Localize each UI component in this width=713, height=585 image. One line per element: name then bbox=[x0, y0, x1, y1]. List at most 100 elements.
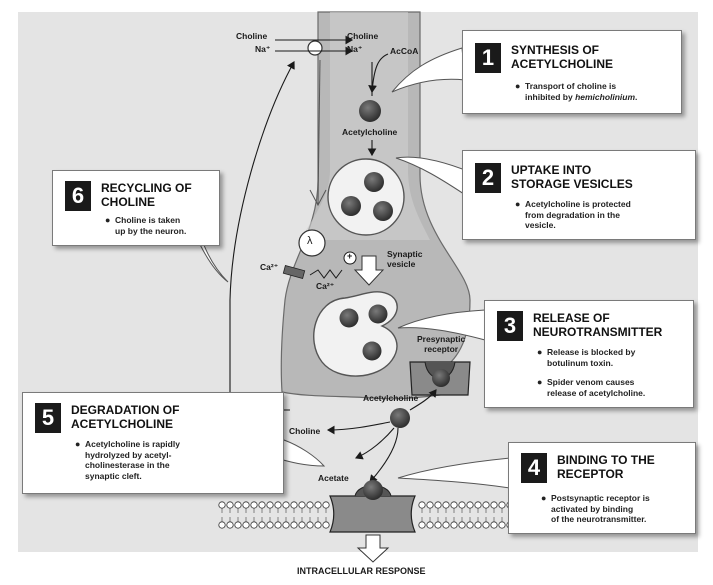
postsynaptic-receptor bbox=[329, 495, 416, 533]
lipid-head bbox=[266, 501, 274, 509]
label-acetate: Acetate bbox=[318, 473, 349, 483]
lipid-head bbox=[242, 501, 250, 509]
pointer-4 bbox=[397, 457, 511, 489]
lipid-head bbox=[426, 501, 434, 509]
lipid-head bbox=[282, 501, 290, 509]
release-molecule bbox=[368, 304, 388, 324]
lipid-head bbox=[274, 501, 282, 509]
calcium-plus-circle bbox=[343, 251, 357, 265]
release-molecule bbox=[339, 308, 359, 328]
callout-bullet-4: ●Postsynaptic receptor is activated by b… bbox=[541, 493, 650, 524]
lipid-head bbox=[450, 501, 458, 509]
lipid-head bbox=[322, 501, 330, 509]
label-ca-in: Ca²⁺ bbox=[316, 281, 335, 291]
pointer-2 bbox=[395, 156, 471, 199]
lipid-head bbox=[314, 501, 322, 509]
label-na-in: Na⁺ bbox=[347, 44, 363, 54]
callout-number-5: 5 bbox=[35, 403, 61, 433]
lipid-head bbox=[250, 521, 258, 529]
lipid-head bbox=[450, 521, 458, 529]
lipid-head bbox=[442, 521, 450, 529]
lipid-head bbox=[258, 521, 266, 529]
release-molecule bbox=[362, 341, 382, 361]
lipid-head bbox=[250, 501, 258, 509]
lipid-head bbox=[418, 521, 426, 529]
label-ca-plus: + bbox=[347, 251, 353, 261]
lipid-head bbox=[298, 501, 306, 509]
callout-bullet-3a: ●Release is blocked by botulinum toxin. bbox=[537, 347, 636, 368]
intracellular-response-arrow bbox=[356, 534, 390, 563]
callout-release: 3 RELEASE OF NEUROTRANSMITTER ●Release i… bbox=[484, 300, 694, 408]
label-presynaptic-receptor: Presynaptic receptor bbox=[417, 334, 466, 354]
label-synaptic-vesicle: Synaptic vesicle bbox=[387, 249, 423, 269]
lipid-head bbox=[426, 521, 434, 529]
action-potential-indicator bbox=[298, 229, 326, 257]
label-acetylcholine-top: Acetylcholine bbox=[342, 127, 398, 137]
label-choline-cleft: Choline bbox=[289, 426, 321, 436]
callout-title-2: UPTAKE INTO STORAGE VESICLES bbox=[511, 163, 633, 191]
callout-uptake: 2 UPTAKE INTO STORAGE VESICLES ●Acetylch… bbox=[462, 150, 696, 240]
lipid-head bbox=[498, 501, 506, 509]
callout-bullet-2: ●Acetylcholine is protected from degrada… bbox=[515, 199, 631, 230]
pointer-1 bbox=[391, 47, 466, 93]
callout-number-6: 6 bbox=[65, 181, 91, 211]
lipid-head bbox=[266, 521, 274, 529]
pointer-3 bbox=[397, 309, 486, 341]
lipid-head bbox=[242, 521, 250, 529]
lipid-head bbox=[218, 521, 226, 529]
callout-synthesis: 1 SYNTHESIS OF ACETYLCHOLINE ●Transport … bbox=[462, 30, 682, 114]
callout-title-6: RECYCLING OF CHOLINE bbox=[101, 181, 192, 209]
postsynaptic-membrane bbox=[218, 501, 522, 529]
lipid-head bbox=[418, 501, 426, 509]
lipid-head bbox=[498, 521, 506, 529]
vesicle-molecule bbox=[341, 196, 361, 216]
pointer-5 bbox=[275, 439, 326, 467]
lipid-head bbox=[290, 501, 298, 509]
postsynaptic-bound-molecule bbox=[363, 480, 383, 500]
lipid-head bbox=[282, 521, 290, 529]
calcium-channel bbox=[282, 265, 306, 279]
callout-title-3: RELEASE OF NEUROTRANSMITTER bbox=[533, 311, 663, 339]
receptor-bound-molecule bbox=[432, 369, 450, 387]
cleft-acetylcholine-molecule bbox=[390, 408, 410, 428]
lipid-head bbox=[226, 521, 234, 529]
lipid-head bbox=[234, 521, 242, 529]
callout-binding: 4 BINDING TO THE RECEPTOR ●Postsynaptic … bbox=[508, 442, 696, 534]
lipid-head bbox=[274, 521, 282, 529]
lipid-head bbox=[306, 521, 314, 529]
lipid-head bbox=[322, 521, 330, 529]
callout-number-3: 3 bbox=[497, 311, 523, 341]
lipid-head bbox=[218, 501, 226, 509]
callout-number-2: 2 bbox=[475, 163, 501, 193]
lipid-head bbox=[434, 501, 442, 509]
callout-bullet-5: ●Acetylcholine is rapidly hydrolyzed by … bbox=[75, 439, 180, 481]
recycling-path bbox=[229, 61, 295, 411]
label-intracellular-response: INTRACELLULAR RESPONSE bbox=[297, 566, 426, 576]
callout-number-1: 1 bbox=[475, 43, 501, 73]
lipid-head bbox=[458, 501, 466, 509]
callout-bullet-6: ●Choline is taken up by the neuron. bbox=[105, 215, 187, 236]
lipid-head bbox=[458, 521, 466, 529]
callout-title-1: SYNTHESIS OF ACETYLCHOLINE bbox=[511, 43, 613, 71]
lipid-head bbox=[474, 501, 482, 509]
storage-vesicle bbox=[327, 158, 405, 236]
lipid-head bbox=[234, 501, 242, 509]
lipid-head bbox=[490, 501, 498, 509]
lipid-head bbox=[482, 501, 490, 509]
lipid-head bbox=[482, 521, 490, 529]
label-accoa: AcCoA bbox=[390, 46, 419, 56]
label-choline-out: Choline bbox=[236, 31, 268, 41]
choline-transporter bbox=[307, 40, 323, 56]
lipid-head bbox=[226, 501, 234, 509]
label-na-out: Na⁺ bbox=[255, 44, 271, 54]
lipid-head bbox=[490, 521, 498, 529]
callout-bullet-1: ●Transport of choline is inhibited by he… bbox=[515, 81, 638, 102]
lipid-head bbox=[474, 521, 482, 529]
callout-title-4: BINDING TO THE RECEPTOR bbox=[557, 453, 655, 481]
label-action-potential: λ bbox=[307, 235, 313, 247]
label-choline-in: Choline bbox=[347, 31, 379, 41]
vesicle-molecule bbox=[373, 201, 393, 221]
callout-recycling: 6 RECYCLING OF CHOLINE ●Choline is taken… bbox=[52, 170, 220, 246]
lipid-head bbox=[258, 501, 266, 509]
